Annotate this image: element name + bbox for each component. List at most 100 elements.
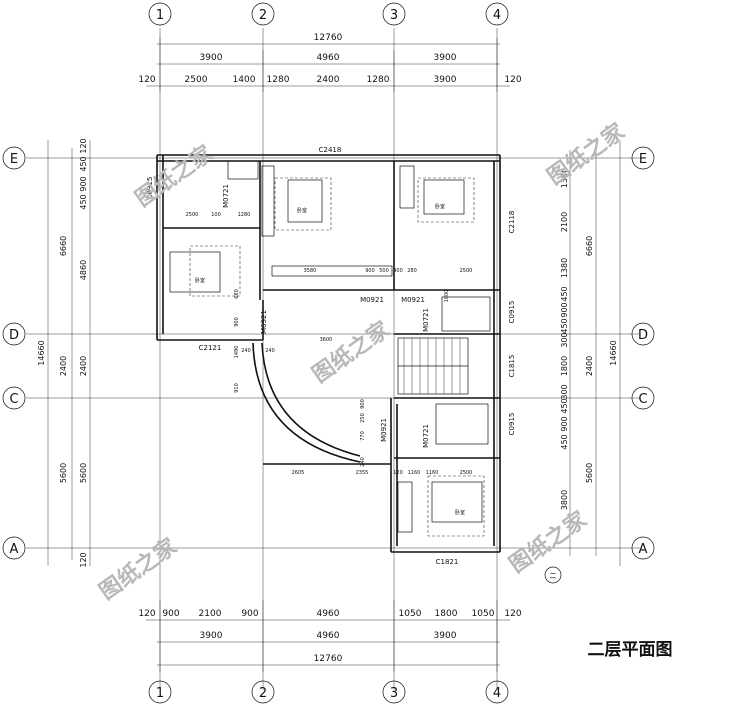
dim-top-bay: 3900 — [434, 53, 457, 63]
dim-right-bay: 5600 — [585, 463, 594, 483]
axis-bubble-bottom-2: 2 — [251, 680, 275, 704]
dim-bottom-overall: 12760 — [314, 654, 343, 664]
svg-text:D: D — [638, 328, 648, 343]
door-code: M0721 — [422, 308, 430, 332]
dim-left-detail: 5600 — [79, 463, 88, 483]
dim-right-detail: 450 — [560, 434, 569, 449]
dim-left-detail: 120 — [79, 138, 88, 153]
dim-left-detail: 2400 — [79, 356, 88, 376]
dim-top-detail: 1400 — [233, 75, 256, 85]
dim-right-detail: 450 — [560, 398, 569, 413]
axis-bubble-right-e: E — [631, 146, 655, 170]
window-code: C1821 — [436, 558, 459, 566]
watermark-text: 图纸之家 — [307, 316, 395, 388]
svg-text:A: A — [10, 542, 19, 557]
dim-bottom-detail: 2100 — [199, 609, 222, 619]
dim-top-detail: 2500 — [185, 75, 208, 85]
window-code: C2418 — [319, 146, 342, 154]
svg-text:1: 1 — [156, 8, 164, 23]
svg-text:A: A — [639, 542, 648, 557]
watermarks: 图纸之家 图纸之家 图纸之家 图纸之家 图纸之家 — [94, 118, 630, 605]
dim-right-overall: 14660 — [609, 340, 618, 365]
dim-left-detail: 4860 — [79, 260, 88, 280]
dim-top-bay: 4960 — [317, 53, 340, 63]
dim-top-overall: 12760 — [314, 33, 343, 43]
furniture — [169, 160, 491, 537]
svg-text:C: C — [9, 392, 18, 407]
room-label: 卧室 — [455, 509, 465, 516]
axis-grid — [26, 28, 640, 690]
svg-text:770: 770 — [360, 431, 366, 441]
axis-bubble-left-c: C — [2, 386, 26, 410]
svg-text:120: 120 — [393, 470, 403, 476]
svg-text:E: E — [10, 152, 18, 167]
dim-left-bay: 5600 — [59, 463, 68, 483]
axis-bubble-right-c: C — [631, 386, 655, 410]
dims-right: 1380 2100 1380 450 900 450 300 1800 300 … — [560, 140, 621, 566]
axis-bubble-left-a: A — [2, 536, 26, 560]
dim-left-overall: 14660 — [37, 340, 46, 365]
room-label: 卧室 — [435, 203, 445, 210]
dim-bottom-detail: 4960 — [317, 609, 340, 619]
window-code: C1815 — [508, 355, 516, 378]
dim-left-bay: 6660 — [59, 236, 68, 256]
balcony-curve-inner — [261, 342, 361, 457]
dim-left-detail: 450 — [79, 194, 88, 209]
svg-text:240: 240 — [265, 348, 275, 354]
dim-right-bay: 6660 — [585, 236, 594, 256]
svg-text:900: 900 — [360, 399, 366, 409]
window-code: C2121 — [199, 344, 222, 352]
dim-right-detail: 300 — [560, 384, 569, 399]
dim-bottom-detail: 1050 — [472, 609, 495, 619]
dim-right-detail: 1800 — [560, 356, 569, 376]
svg-text:C: C — [638, 392, 647, 407]
dim-top-detail: 120 — [138, 75, 155, 85]
dim-top-bay: 3900 — [200, 53, 223, 63]
svg-text:2605: 2605 — [292, 470, 305, 476]
dim-right-detail: 1380 — [560, 258, 569, 278]
dim-top-detail: 1280 — [367, 75, 390, 85]
axis-bubble-top-4: 4 — [485, 2, 509, 26]
dim-top-detail: 3900 — [434, 75, 457, 85]
svg-text:500: 500 — [379, 268, 389, 274]
dim-bottom-detail: 900 — [241, 609, 258, 619]
svg-text:1160: 1160 — [408, 470, 421, 476]
opening-codes: C2418 C0915 M0721 M0921 M0921 M0921 M092… — [146, 146, 516, 566]
dims-left: 14660 6660 2400 5600 120 450 900 450 486… — [37, 138, 91, 568]
svg-text:900: 900 — [393, 268, 403, 274]
dim-right-detail: 900 — [560, 302, 569, 317]
svg-text:1280: 1280 — [238, 212, 251, 218]
dim-top-detail: 2400 — [317, 75, 340, 85]
dim-bottom-detail: 120 — [504, 609, 521, 619]
dim-left-bay: 2400 — [59, 356, 68, 376]
dim-top-detail: 1280 — [267, 75, 290, 85]
svg-text:1160: 1160 — [426, 470, 439, 476]
svg-text:3: 3 — [390, 8, 398, 23]
window-code: C0915 — [146, 177, 154, 200]
staircase — [397, 337, 469, 395]
svg-text:2: 2 — [259, 8, 267, 23]
door-code: M0721 — [422, 424, 430, 448]
dim-right-detail: 300 — [560, 332, 569, 347]
axis-bubble-left-e: E — [2, 146, 26, 170]
dim-bottom-detail: 1800 — [435, 609, 458, 619]
svg-text:二: 二 — [550, 572, 557, 580]
svg-text:3600: 3600 — [320, 337, 333, 343]
door-code: M0721 — [222, 184, 230, 208]
dim-right-detail: 450 — [560, 318, 569, 333]
svg-text:2355: 2355 — [356, 470, 369, 476]
watermark-text: 图纸之家 — [94, 533, 182, 605]
svg-text:1: 1 — [156, 686, 164, 701]
dim-bottom-detail: 1050 — [399, 609, 422, 619]
axis-bubble-top-1: 1 — [148, 2, 172, 26]
axis-bubble-bottom-3: 3 — [382, 680, 406, 704]
svg-text:D: D — [9, 328, 19, 343]
svg-text:250: 250 — [360, 413, 366, 423]
svg-text:240: 240 — [241, 348, 251, 354]
svg-text:2500: 2500 — [460, 268, 473, 274]
axis-bubble-left-d: D — [2, 322, 26, 346]
svg-text:4: 4 — [493, 8, 501, 23]
svg-text:E: E — [639, 152, 647, 167]
svg-text:3580: 3580 — [304, 268, 317, 274]
